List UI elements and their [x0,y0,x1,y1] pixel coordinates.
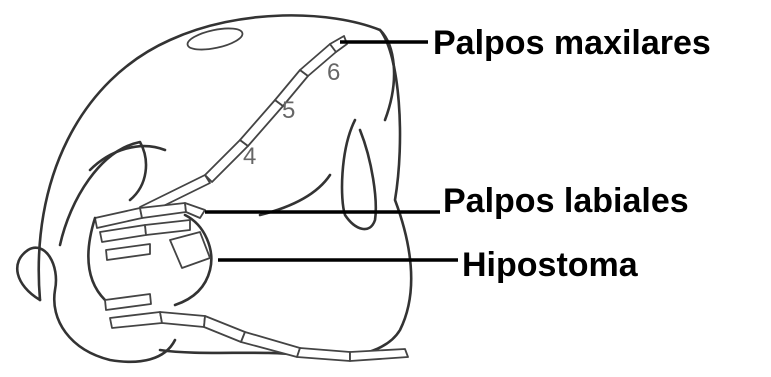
ocellus-shape [186,24,245,53]
lower-palp-chain [105,294,408,361]
hypostome-plate [170,232,210,268]
label-maxillary-palps: Palpos maxilares [433,24,711,62]
segment-number-4: 4 [243,143,256,170]
head-capsule-outline [39,15,411,357]
label-hypostome: Hipostoma [462,246,639,284]
segment-number-6: 6 [327,59,340,86]
cheek-line [260,175,330,215]
segment-number-5: 5 [282,97,295,124]
label-labial-palps: Palpos labiales [443,182,689,220]
maxillary-palp [140,36,347,215]
